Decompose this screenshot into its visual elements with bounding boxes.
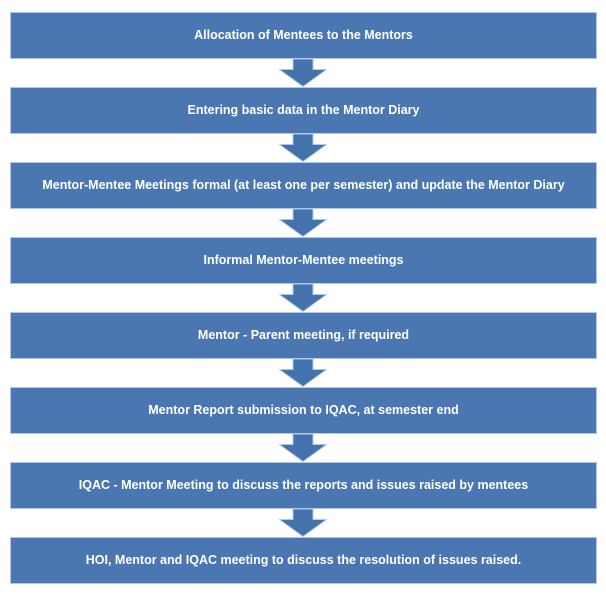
flow-step-label: Entering basic data in the Mentor Diary bbox=[187, 103, 420, 118]
flow-step-label: Mentor-Mentee Meetings formal (at least … bbox=[42, 178, 565, 193]
flow-step-formal-meetings: Mentor-Mentee Meetings formal (at least … bbox=[10, 162, 597, 209]
flow-step-label: Allocation of Mentees to the Mentors bbox=[194, 28, 413, 43]
down-arrow-icon bbox=[279, 509, 327, 537]
flow-step-label: HOI, Mentor and IQAC meeting to discuss … bbox=[85, 553, 522, 568]
flow-step-allocation: Allocation of Mentees to the Mentors bbox=[10, 12, 597, 59]
flow-step-iqac-mentor-meeting: IQAC - Mentor Meeting to discuss the rep… bbox=[10, 462, 597, 509]
down-arrow-icon bbox=[279, 359, 327, 387]
flow-step-informal-meetings: Informal Mentor-Mentee meetings bbox=[10, 237, 597, 284]
down-arrow-icon bbox=[279, 284, 327, 312]
down-arrow-icon bbox=[279, 434, 327, 462]
down-arrow-icon bbox=[279, 59, 327, 87]
flow-step-parent-meeting: Mentor - Parent meeting, if required bbox=[10, 312, 597, 359]
flow-step-label: Mentor - Parent meeting, if required bbox=[197, 328, 410, 343]
flow-step-basic-data: Entering basic data in the Mentor Diary bbox=[10, 87, 597, 134]
flow-step-label: Informal Mentor-Mentee meetings bbox=[203, 253, 404, 268]
flow-step-report-submission: Mentor Report submission to IQAC, at sem… bbox=[10, 387, 597, 434]
down-arrow-icon bbox=[279, 134, 327, 162]
down-arrow-icon bbox=[279, 209, 327, 237]
flow-step-label: IQAC - Mentor Meeting to discuss the rep… bbox=[78, 478, 529, 493]
flow-step-label: Mentor Report submission to IQAC, at sem… bbox=[148, 403, 459, 418]
flow-step-resolution-meeting: HOI, Mentor and IQAC meeting to discuss … bbox=[10, 537, 597, 584]
